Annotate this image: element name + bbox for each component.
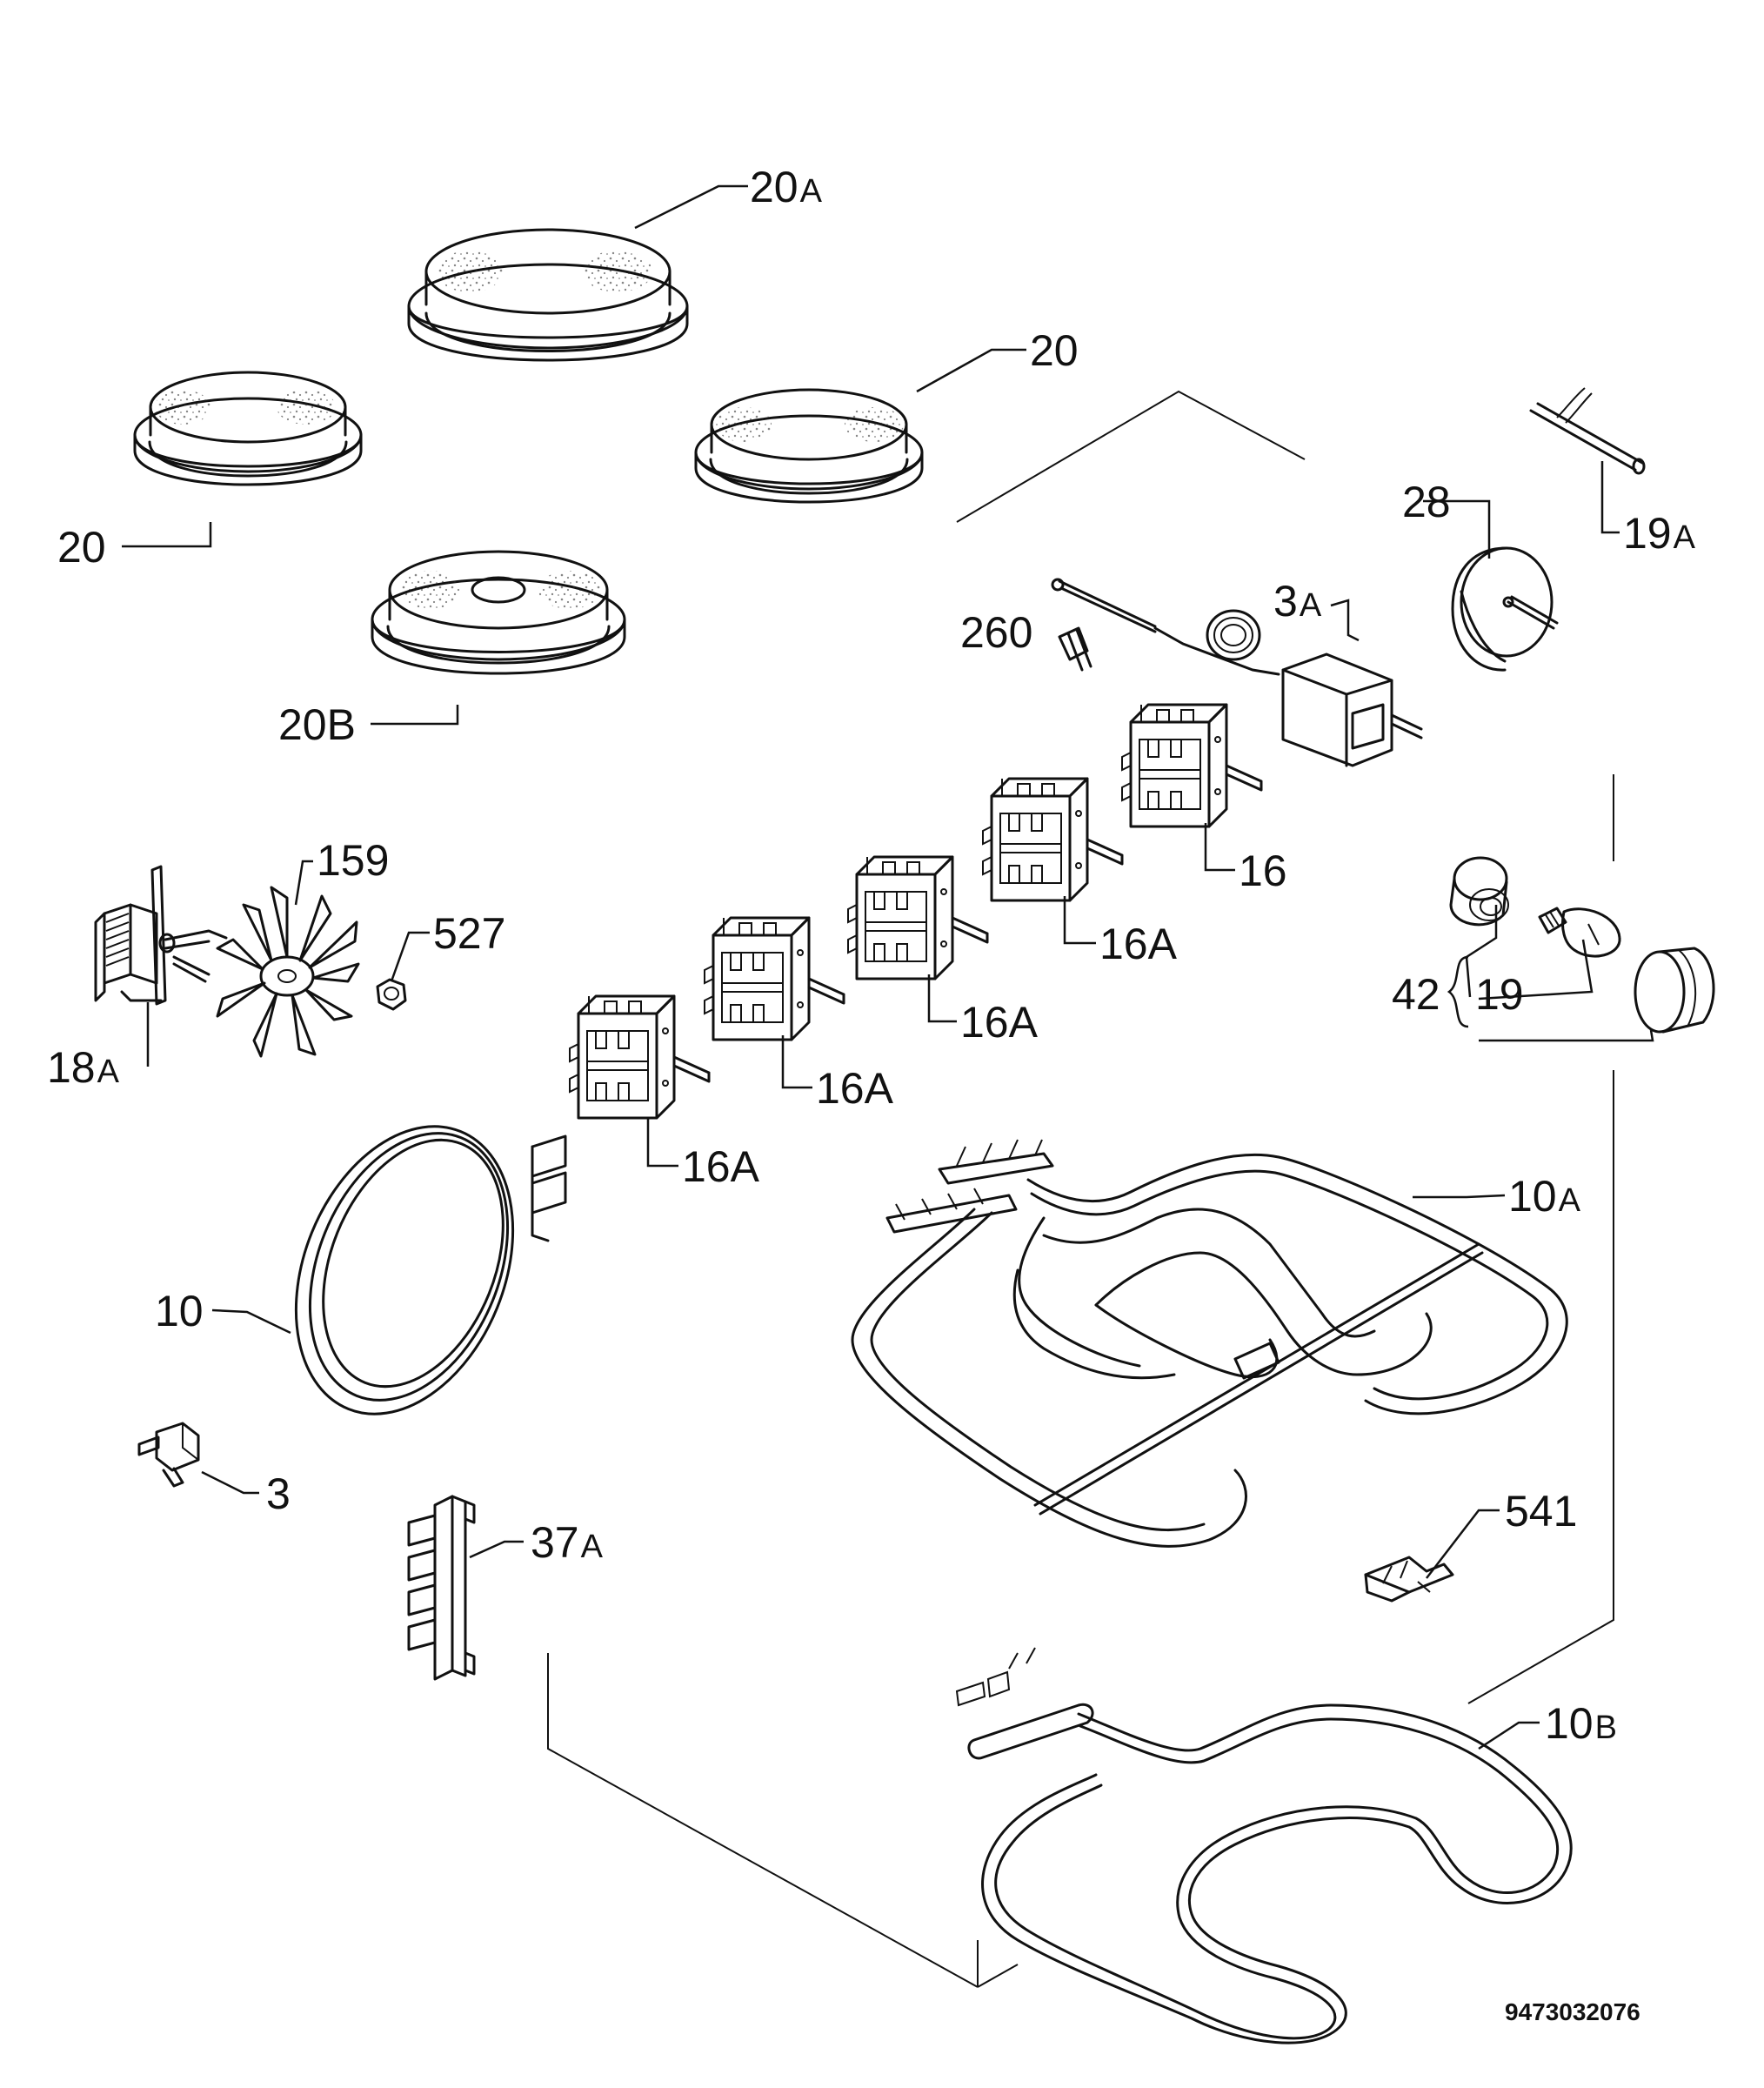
- label-10B: 10B: [1545, 1699, 1617, 1748]
- document-code: 9473032076: [1505, 1998, 1640, 2025]
- label-541: 541: [1505, 1487, 1577, 1536]
- label-3: 3: [266, 1469, 291, 1518]
- circular-element-10: [294, 1125, 567, 1415]
- lamp-bulb-19: [1538, 907, 1621, 958]
- label-16A-4: 16A: [682, 1142, 760, 1191]
- label-20B: 20B: [278, 700, 356, 749]
- hotplate-20A: [407, 228, 689, 362]
- lamp-cover: [1634, 947, 1715, 1034]
- thermostat-3A: [1051, 578, 1423, 767]
- grill-element-10A: [851, 1139, 1568, 1548]
- label-19A: 19A: [1623, 509, 1696, 558]
- terminal-block-37A: [407, 1495, 476, 1681]
- leader-lines: [122, 184, 1654, 1750]
- label-3A: 3A: [1273, 577, 1322, 626]
- switch-16A-4: [568, 994, 711, 1120]
- clip-260: [1058, 626, 1092, 672]
- switch-16A-2: [846, 855, 989, 980]
- nut-527: [376, 978, 407, 1011]
- label-18A: 18A: [47, 1043, 120, 1092]
- clip-541: [1364, 1556, 1454, 1603]
- label-16: 16: [1239, 847, 1287, 895]
- hotplate-20-right: [694, 388, 924, 504]
- label-10A: 10A: [1508, 1172, 1581, 1221]
- label-42: 42: [1392, 970, 1440, 1019]
- label-260: 260: [960, 608, 1032, 657]
- label-16A-3: 16A: [816, 1064, 894, 1113]
- label-16A-2: 16A: [960, 998, 1039, 1047]
- lamp-holder-42: [1449, 856, 1509, 927]
- guide-line-right: [1467, 774, 1614, 1704]
- assembly-guide-line: [956, 390, 1306, 523]
- connector-3: [137, 1422, 200, 1488]
- bottom-element-10B: [955, 1647, 1573, 2044]
- fan-motor-18A: [94, 865, 228, 1006]
- label-16A-1: 16A: [1099, 920, 1178, 968]
- label-28: 28: [1402, 478, 1451, 526]
- hotplate-20B: [371, 550, 626, 675]
- switch-16A-1: [981, 777, 1124, 902]
- label-20-left: 20: [57, 523, 106, 572]
- switch-16: [1120, 703, 1263, 828]
- label-159: 159: [317, 836, 389, 885]
- timer-knob-28: [1451, 546, 1559, 672]
- label-37A: 37A: [531, 1518, 604, 1567]
- label-10: 10: [155, 1287, 204, 1335]
- label-20A: 20A: [750, 163, 823, 211]
- probe-19A: [1529, 387, 1646, 475]
- label-20-right: 20: [1030, 326, 1079, 375]
- guide-line-bottom: [547, 1653, 1019, 1988]
- label-527: 527: [433, 909, 505, 958]
- switch-16A-3: [703, 916, 845, 1041]
- hotplate-20-left: [133, 371, 363, 486]
- label-19: 19: [1475, 970, 1524, 1019]
- fan-blade-159: [216, 886, 360, 1058]
